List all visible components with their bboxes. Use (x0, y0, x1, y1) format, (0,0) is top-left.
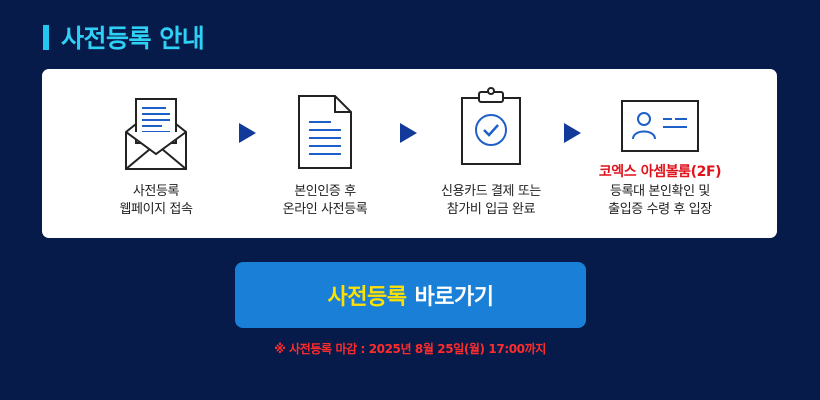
title-accent-bar (43, 24, 49, 50)
mail-open-icon (125, 98, 187, 170)
pre-registration-button[interactable]: 사전등록 바로가기 (235, 262, 586, 328)
step-4-highlight: 코엑스 아셈볼룸(2F) (598, 164, 722, 180)
arrow-right-icon (564, 123, 581, 143)
arrow-right-icon (400, 123, 417, 143)
section-title: 사전등록 안내 (43, 22, 205, 53)
clipboard-check-icon (461, 87, 521, 165)
step-3-line1: 신용카드 결제 또는 (441, 184, 541, 199)
step-1-line1: 사전등록 (132, 184, 180, 199)
cta-label: 바로가기 (414, 285, 494, 310)
step-4-line2: 출입증 수령 후 입장 (608, 202, 712, 217)
step-4: 코엑스 아셈볼룸(2F) 등록대 본인확인 및 출입증 수령 후 입장 (580, 69, 740, 238)
deadline-notice: ※ 사전등록 마감 : 2025년 8월 25일(월) 17:00까지 (274, 342, 546, 356)
step-4-line1: 등록대 본인확인 및 (610, 184, 710, 199)
id-card-icon (621, 100, 699, 152)
step-1: 사전등록 웹페이지 접속 (76, 69, 236, 238)
section-title-text: 사전등록 안내 (61, 24, 205, 53)
step-2-line2: 온라인 사전등록 (282, 202, 368, 217)
steps-panel: 사전등록 웹페이지 접속 본인인증 후 온라인 사전등록 신용카드 결제 또는 … (42, 69, 777, 238)
arrow-right-icon (239, 123, 256, 143)
step-3: 신용카드 결제 또는 참가비 입금 완료 (411, 69, 571, 238)
document-icon (298, 95, 352, 169)
cta-highlight: 사전등록 (327, 285, 407, 310)
step-1-line2: 웹페이지 접속 (119, 202, 193, 217)
step-2: 본인인증 후 온라인 사전등록 (245, 69, 405, 238)
step-2-line1: 본인인증 후 (294, 184, 356, 199)
step-3-line2: 참가비 입금 완료 (446, 202, 536, 217)
